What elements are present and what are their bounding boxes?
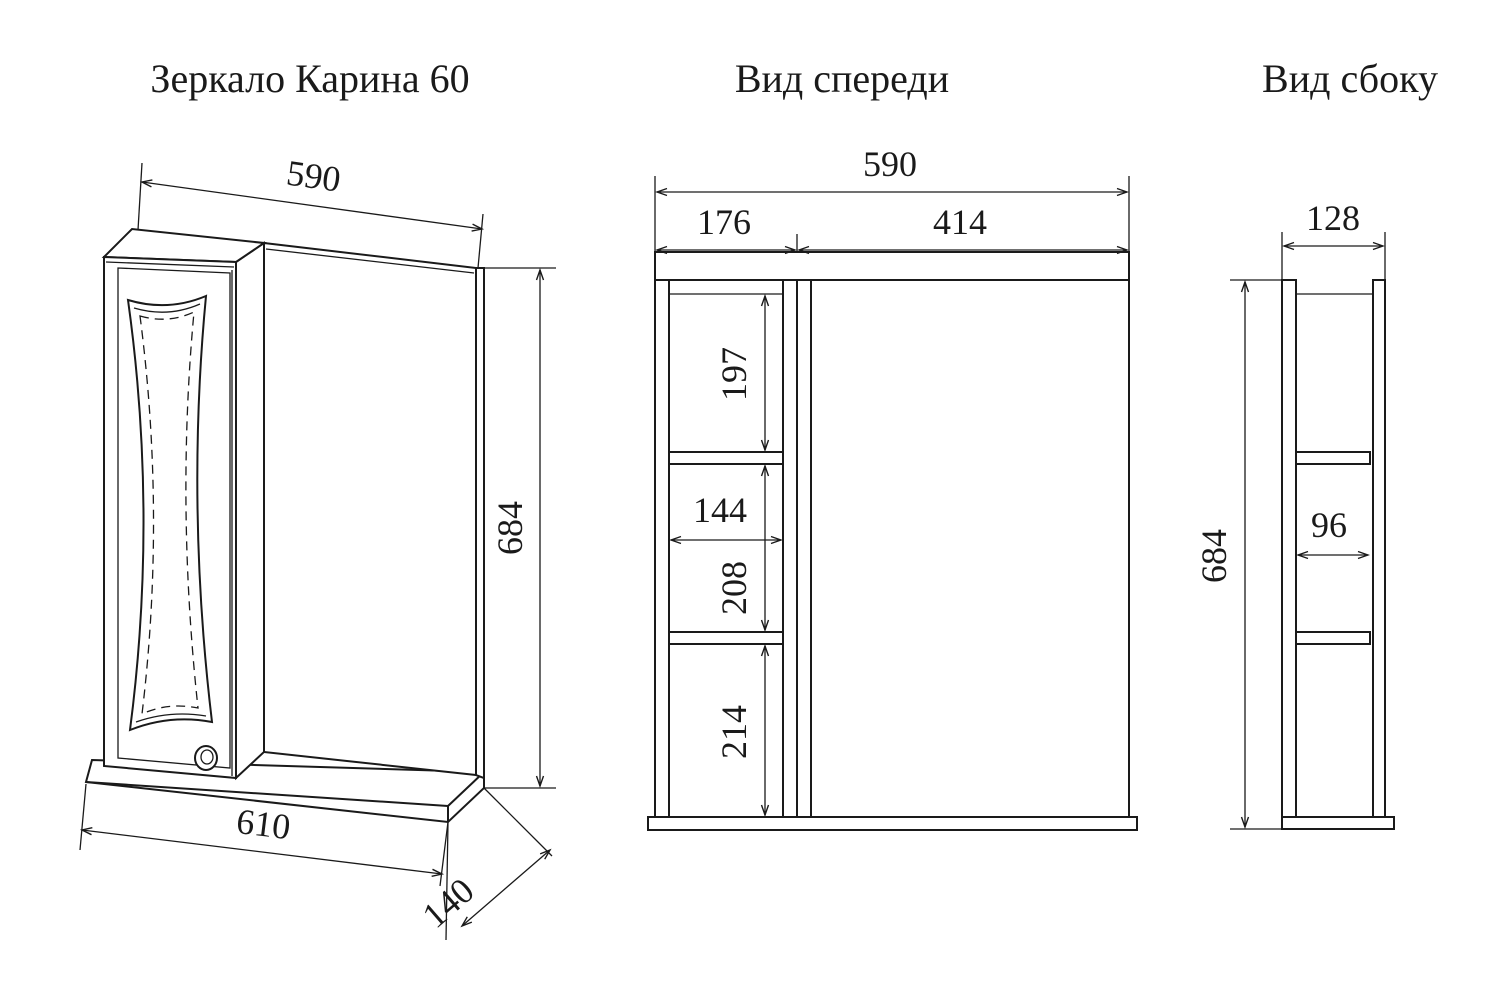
front-label-inner-width: 144 [693, 490, 747, 530]
front-dim-total-width: 590 [654, 144, 1130, 252]
title-front-view: Вид спереди [735, 56, 949, 101]
iso-label-depth: 140 [415, 870, 482, 936]
iso-base [84, 758, 485, 824]
front-dim-cabinet-width: 176 [657, 202, 798, 252]
front-dim-mirror-width: 414 [799, 202, 1127, 250]
iso-dim-width-bottom: 610 [79, 783, 449, 887]
front-label-shelf-middle: 208 [714, 561, 754, 615]
front-label-mirror-width: 414 [933, 202, 987, 242]
iso-label-height: 684 [490, 501, 530, 555]
iso-door-knob [194, 745, 218, 771]
front-label-shelf-top: 197 [714, 347, 754, 401]
iso-dim-width-top: 590 [137, 153, 483, 269]
title-isometric: Зеркало Карина 60 [150, 56, 469, 101]
iso-cabinet [101, 227, 267, 781]
front-label-total-width: 590 [863, 144, 917, 184]
front-dim-shelf-top: 197 [714, 296, 765, 450]
iso-label-width-top: 590 [284, 153, 343, 200]
title-side-view: Вид сбоку [1262, 56, 1438, 101]
front-dim-shelf-bottom: 214 [714, 646, 765, 815]
iso-door-ornament [126, 294, 214, 732]
side-frame [1281, 279, 1395, 830]
front-dim-shelf-middle: 208 [714, 466, 765, 630]
isometric-view: 590 684 610 140 [79, 153, 556, 941]
iso-mirror-panel [263, 241, 485, 780]
side-dim-height: 684 [1194, 279, 1282, 830]
front-shelves [668, 451, 784, 645]
side-dim-shelf-depth: 96 [1298, 505, 1368, 555]
side-label-depth: 128 [1306, 198, 1360, 238]
side-view: 128 684 96 [1194, 198, 1395, 830]
iso-label-width-bottom: 610 [234, 801, 292, 847]
side-label-height: 684 [1194, 529, 1234, 583]
front-label-shelf-bottom: 214 [714, 705, 754, 759]
iso-dim-height: 684 [484, 267, 556, 789]
side-shelves [1295, 451, 1371, 645]
side-dim-depth: 128 [1281, 198, 1386, 280]
side-label-shelf-depth: 96 [1311, 505, 1347, 545]
front-label-cabinet-width: 176 [697, 202, 751, 242]
front-dim-inner-width: 144 [671, 490, 781, 540]
front-view: 590 176 414 197 144 208 214 [647, 144, 1138, 831]
front-frame [647, 251, 1138, 831]
